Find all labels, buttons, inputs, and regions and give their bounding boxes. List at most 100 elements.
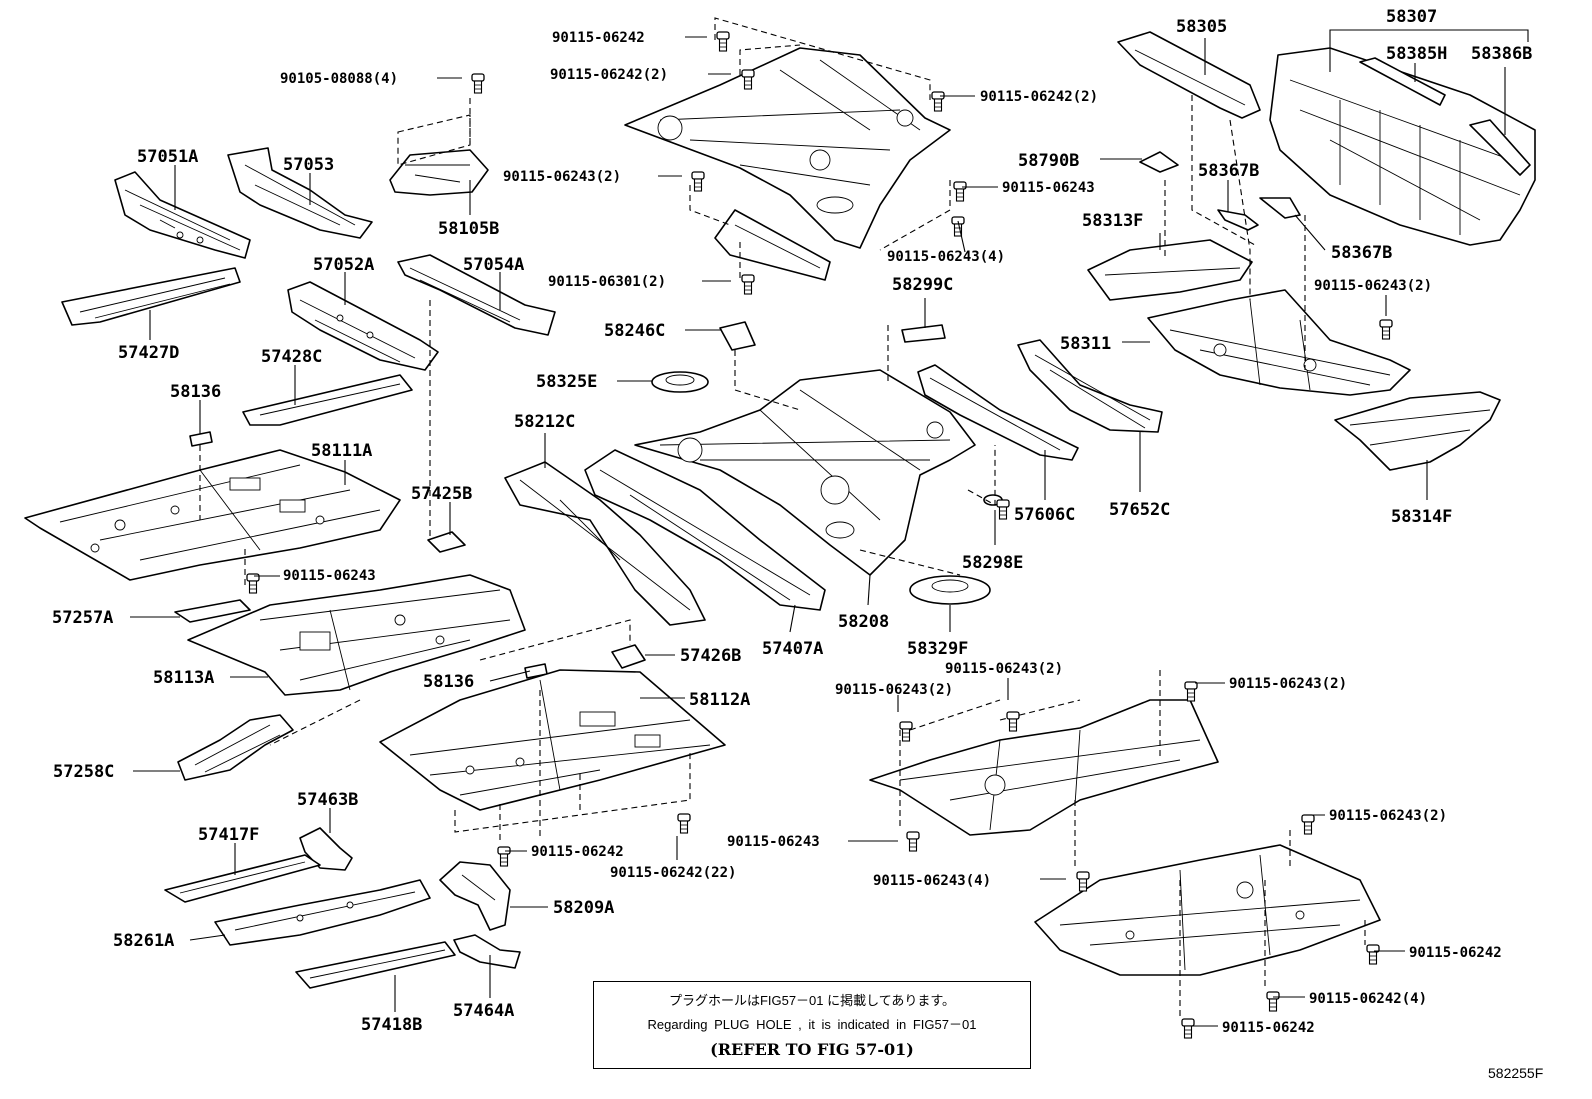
label-58112A[interactable]: 58112A [689,690,750,710]
label-57428C[interactable]: 57428C [261,347,322,367]
label-58136-upper[interactable]: 58136 [170,382,221,402]
label-58329F[interactable]: 58329F [907,639,968,659]
part-57464A[interactable] [453,934,521,969]
label-58246C[interactable]: 58246C [604,321,665,341]
label-57257A[interactable]: 57257A [52,608,113,628]
label-58208[interactable]: 58208 [838,612,889,632]
part-58385H[interactable] [1359,57,1446,106]
part-57052A[interactable] [287,281,439,371]
bolt-label[interactable]: 90115-06242 [1222,1020,1315,1036]
bolt-icon[interactable] [741,274,755,295]
label-57464A[interactable]: 57464A [453,1001,514,1021]
bolt-label[interactable]: 90115-06301(2) [548,274,666,290]
part-58111A[interactable] [24,449,401,581]
part-57427D[interactable] [61,267,241,326]
bolt-label[interactable]: 90115-06243(2) [1314,278,1432,294]
label-58113A[interactable]: 58113A [153,668,214,688]
part-upper-floor-pan[interactable] [624,47,951,249]
label-58111A[interactable]: 58111A [311,441,372,461]
bolt-icon[interactable] [953,181,967,202]
bolt-label[interactable]: 90115-06243 [727,834,820,850]
bolt-icon[interactable] [691,171,705,192]
part-57258C[interactable] [177,714,294,781]
part-58299C[interactable] [901,324,946,343]
note-refer-link[interactable]: (REFER TO FIG 57-01) [710,1040,914,1059]
bolt-label[interactable]: 90115-06242(22) [610,865,736,881]
label-58313F[interactable]: 58313F [1082,211,1143,231]
label-58790B[interactable]: 58790B [1018,151,1079,171]
part-58367B-a[interactable] [1217,209,1259,231]
bolt-icon[interactable] [1366,944,1380,965]
bolt-label[interactable]: 90115-06242(2) [980,89,1098,105]
bolt-label[interactable]: 90115-06242(4) [1309,991,1427,1007]
bolt-icon[interactable] [471,73,485,94]
label-58136-lower[interactable]: 58136 [423,672,474,692]
bolt-icon[interactable] [1301,814,1315,835]
label-58261A[interactable]: 58261A [113,931,174,951]
label-58305[interactable]: 58305 [1176,17,1227,37]
label-58314F[interactable]: 58314F [1391,507,1452,527]
label-57054A[interactable]: 57054A [463,255,524,275]
label-58311[interactable]: 58311 [1060,334,1111,354]
part-58307[interactable] [1269,47,1536,246]
part-58113A[interactable] [187,574,526,696]
bolt-label[interactable]: 90115-06242 [1409,945,1502,961]
label-57051A[interactable]: 57051A [137,147,198,167]
label-58209A[interactable]: 58209A [553,898,614,918]
bolt-icon[interactable] [906,831,920,852]
part-57425B[interactable] [427,531,466,553]
bolt-label[interactable]: 90115-06243(4) [887,249,1005,265]
part-57606C[interactable] [917,364,1079,461]
label-58298E[interactable]: 58298E [962,553,1023,573]
part-57426B[interactable] [611,644,646,669]
bolt-icon[interactable] [931,91,945,112]
label-58212C[interactable]: 58212C [514,412,575,432]
bolt-label[interactable]: 90115-06243(2) [835,682,953,698]
label-57652C[interactable]: 57652C [1109,500,1170,520]
label-57426B[interactable]: 57426B [680,646,741,666]
label-58386B[interactable]: 58386B [1471,44,1532,64]
bolt-label[interactable]: 90115-06243(2) [503,169,621,185]
part-58136-upper[interactable] [189,431,213,447]
part-57054A[interactable] [397,254,556,336]
part-58212C[interactable] [504,461,706,626]
part-upper-crossmember[interactable] [714,209,831,281]
bolt-icon[interactable] [677,813,691,834]
part-58209A[interactable] [439,861,511,931]
part-rear-lower-floor[interactable] [869,699,1219,836]
bolt-icon[interactable] [951,216,965,237]
part-58325E[interactable] [651,371,709,393]
bolt-label[interactable]: 90115-06243 [283,568,376,584]
part-57428C[interactable] [242,374,413,426]
label-57425B[interactable]: 57425B [411,484,472,504]
part-58246C[interactable] [719,321,756,351]
label-57606C[interactable]: 57606C [1014,505,1075,525]
bolt-icon[interactable] [1184,681,1198,702]
part-58790B[interactable] [1139,151,1179,173]
label-58367B-a[interactable]: 58367B [1198,161,1259,181]
part-58105B[interactable] [389,149,489,196]
part-58311[interactable] [1147,289,1411,396]
label-58307[interactable]: 58307 [1386,7,1437,27]
bolt-icon[interactable] [899,721,913,742]
bolt-icon[interactable] [1181,1018,1195,1039]
part-58112A[interactable] [379,669,726,811]
bolt-label[interactable]: 90115-06243 [1002,180,1095,196]
bolt-icon[interactable] [497,846,511,867]
bolt-icon[interactable] [1379,319,1393,340]
bolt-icon[interactable] [1006,711,1020,732]
label-57052A[interactable]: 57052A [313,255,374,275]
bolt-label[interactable]: 90115-06243(4) [873,873,991,889]
part-58329F[interactable] [909,575,991,605]
part-57053[interactable] [227,147,373,239]
bolt-icon[interactable] [246,573,260,594]
bolt-label[interactable]: 90115-06242(2) [550,67,668,83]
label-58325E[interactable]: 58325E [536,372,597,392]
part-57652C[interactable] [1017,339,1163,433]
label-58367B-b[interactable]: 58367B [1331,243,1392,263]
part-57407A[interactable] [584,449,826,611]
bolt-label[interactable]: 90115-06243(2) [945,661,1063,677]
part-57418B[interactable] [295,941,456,989]
label-57417F[interactable]: 57417F [198,825,259,845]
part-58313F[interactable] [1087,239,1253,301]
